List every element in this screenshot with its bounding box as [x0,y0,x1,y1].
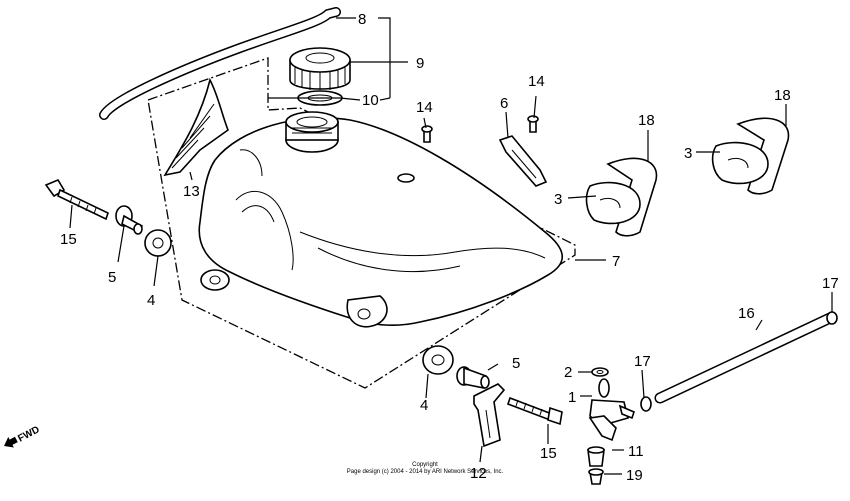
side-cushion-middle [585,181,641,225]
callout-18-right: 18 [774,87,791,104]
collar-lower [456,366,490,389]
callout-13: 13 [183,183,200,200]
wing-decal [163,77,229,177]
callout-7: 7 [612,253,620,270]
breather-tube [99,7,341,120]
callout-16: 16 [738,305,755,322]
callout-11: 11 [628,443,644,460]
fwd-label: FWD [16,424,41,444]
mounting-bolt-left [44,178,109,221]
hose-clip-left [640,396,652,412]
side-cushion-right [711,141,769,185]
fwd-indicator: FWD [4,424,42,448]
callout-5-left: 5 [108,269,116,286]
drain-screw [588,468,604,485]
collar-left [115,205,144,235]
callout-3-middle: 3 [554,191,562,208]
rubber-cushion-lower [422,345,454,375]
fuel-cock [588,378,635,442]
callout-5-lower: 5 [512,355,520,372]
washer [591,367,609,377]
callout-12: 12 [470,465,487,482]
callout-1: 1 [568,389,576,406]
callout-3-right: 3 [684,145,692,162]
copyright-line-2: Page design (c) 2004 - 2014 by ARI Netwo… [347,469,504,475]
callout-4-lower: 4 [420,397,428,414]
tank-bracket [498,135,548,187]
fwd-arrow-icon [4,436,18,448]
leader-lines [69,17,833,475]
callout-8: 8 [358,11,366,28]
fuel-cock-cup [587,446,605,467]
hose-clip-right [826,311,838,325]
rubber-cushion-left [144,229,172,257]
callout-14-right: 14 [528,73,545,90]
callout-15-left: 15 [60,231,77,248]
callout-2: 2 [564,364,572,381]
fuel-tank [198,111,563,328]
callout-numbers: 8 9 10 13 15 5 4 14 14 6 18 18 3 3 7 16 … [60,11,839,484]
fuel-cap [289,47,351,90]
assembly-boundary [147,57,576,389]
callout-18-middle: 18 [638,112,655,129]
callout-14-center: 14 [416,99,433,116]
callout-6: 6 [500,95,508,112]
copyright-line-1: Copyright [412,462,438,468]
fuel-cock-bracket [473,383,506,448]
callout-15-lower: 15 [540,445,557,462]
callout-9: 9 [416,55,424,72]
small-bolt-right [527,115,539,133]
callout-17-left: 17 [634,353,651,370]
callout-17-right: 17 [822,275,839,292]
small-bolt-center [421,125,433,143]
fuel-hose [654,312,836,404]
callout-4-left: 4 [147,292,155,309]
callout-10: 10 [362,92,379,109]
callout-19: 19 [626,467,643,484]
mounting-bolt-lower [506,396,563,426]
